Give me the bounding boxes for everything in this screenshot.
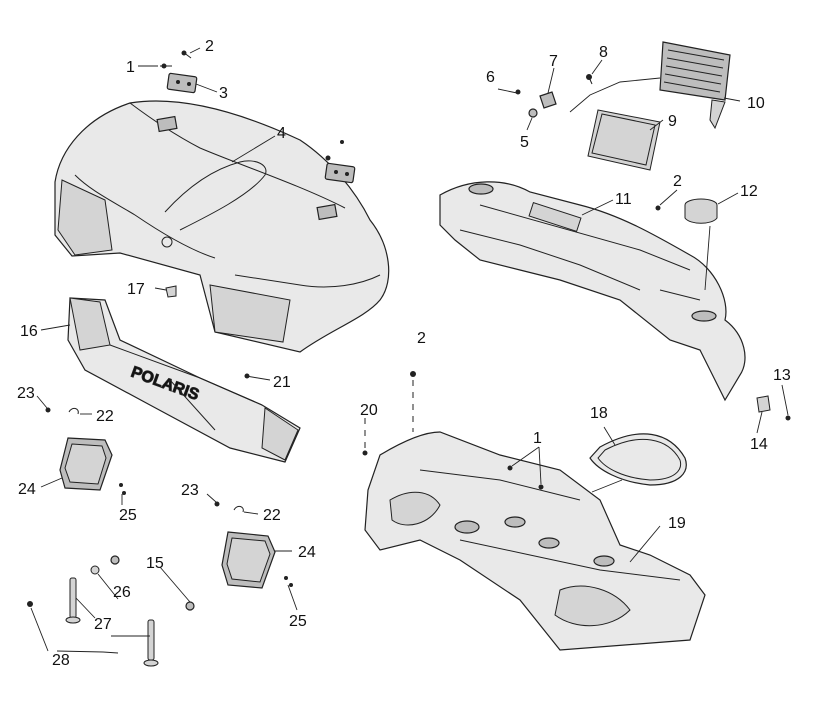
callout-23-right: 23 [181,482,199,499]
callout-11: 11 [615,191,632,208]
screw-part-1-floor [507,465,513,471]
fastener-23-right [214,501,220,507]
callout-24-right: 24 [298,544,316,561]
latch-part-7 [539,91,557,109]
callout-13: 13 [773,367,791,384]
headlight-part-24-left [59,437,113,491]
nut-part-15 [110,555,120,565]
callout-2-floor: 2 [417,330,426,347]
screw-part-13 [785,415,791,421]
headlight-part-24-right [221,531,276,589]
screw-part-2 [181,50,192,59]
screw-part-20 [362,450,368,456]
floor-pan-part-19 [364,431,706,651]
clip-part-14 [756,395,771,413]
nut-part-15-b [185,601,195,611]
callout-19: 19 [668,515,686,532]
fastener-23-left [45,407,51,413]
callout-6: 6 [486,69,495,86]
glovebox-door-part-10 [659,41,731,130]
screw-part-21 [244,373,259,379]
callout-16: 16 [20,323,38,340]
callout-21: 21 [273,374,291,391]
callout-1: 1 [126,59,135,76]
callout-26: 26 [113,584,131,601]
callout-5: 5 [520,134,529,151]
screw-25-right [289,583,293,587]
callout-12: 12 [740,183,758,200]
washer-part-26 [90,565,100,575]
screw-25-left [119,483,123,487]
callout-25-left: 25 [119,507,137,524]
callout-8: 8 [599,44,608,61]
callout-10: 10 [747,95,765,112]
hinge-right [324,162,356,184]
callout-2-dash: 2 [673,173,682,190]
callout-1-floor: 1 [533,430,542,447]
callout-3: 3 [219,85,228,102]
hood-part-4 [54,100,390,353]
seal-part-9 [587,109,661,171]
callout-20: 20 [360,402,378,419]
screw-25-left [122,491,126,495]
callout-22-left: 22 [96,408,114,425]
callout-4: 4 [277,125,286,142]
callout-9: 9 [668,113,677,130]
screw-part-8 [586,74,593,85]
screw-part-1 [160,63,172,69]
clip-22-left [68,407,79,415]
bolt-part-28-b [102,651,119,654]
callout-2: 2 [205,38,214,55]
callout-18: 18 [590,405,608,422]
screw-part-2-dash [655,205,661,211]
callout-25-right: 25 [289,613,307,630]
callout-27: 27 [94,616,112,633]
front-fascia-part-16: POLARIS [67,297,301,463]
screw-part-1-floor-b [538,484,544,490]
leader-lines [30,47,789,653]
clip-part-17 [165,285,177,298]
hinge-part-3 [166,72,198,94]
callout-7: 7 [549,53,558,70]
stud-part-27-right [143,619,159,667]
callout-24-left: 24 [18,481,36,498]
callout-17: 17 [127,281,145,298]
callout-23-left: 23 [17,385,35,402]
bolt-part-28 [27,601,33,607]
small-screw [325,155,331,161]
cap-part-12 [684,198,718,224]
screw-25-right [284,576,288,580]
screw-part-6 [515,89,521,95]
callout-15: 15 [146,555,164,572]
small-screw [340,140,344,144]
clip-22-right [233,505,244,513]
nut-part-5 [528,108,538,118]
callout-14: 14 [750,436,768,453]
callout-22-right: 22 [263,507,281,524]
callout-labels: 1 2 3 4 5 6 7 8 9 10 11 2 12 17 16 21 23… [17,38,791,669]
callout-28: 28 [52,652,70,669]
screw-part-2-floor [410,371,416,377]
access-panel-part-18 [589,433,687,486]
